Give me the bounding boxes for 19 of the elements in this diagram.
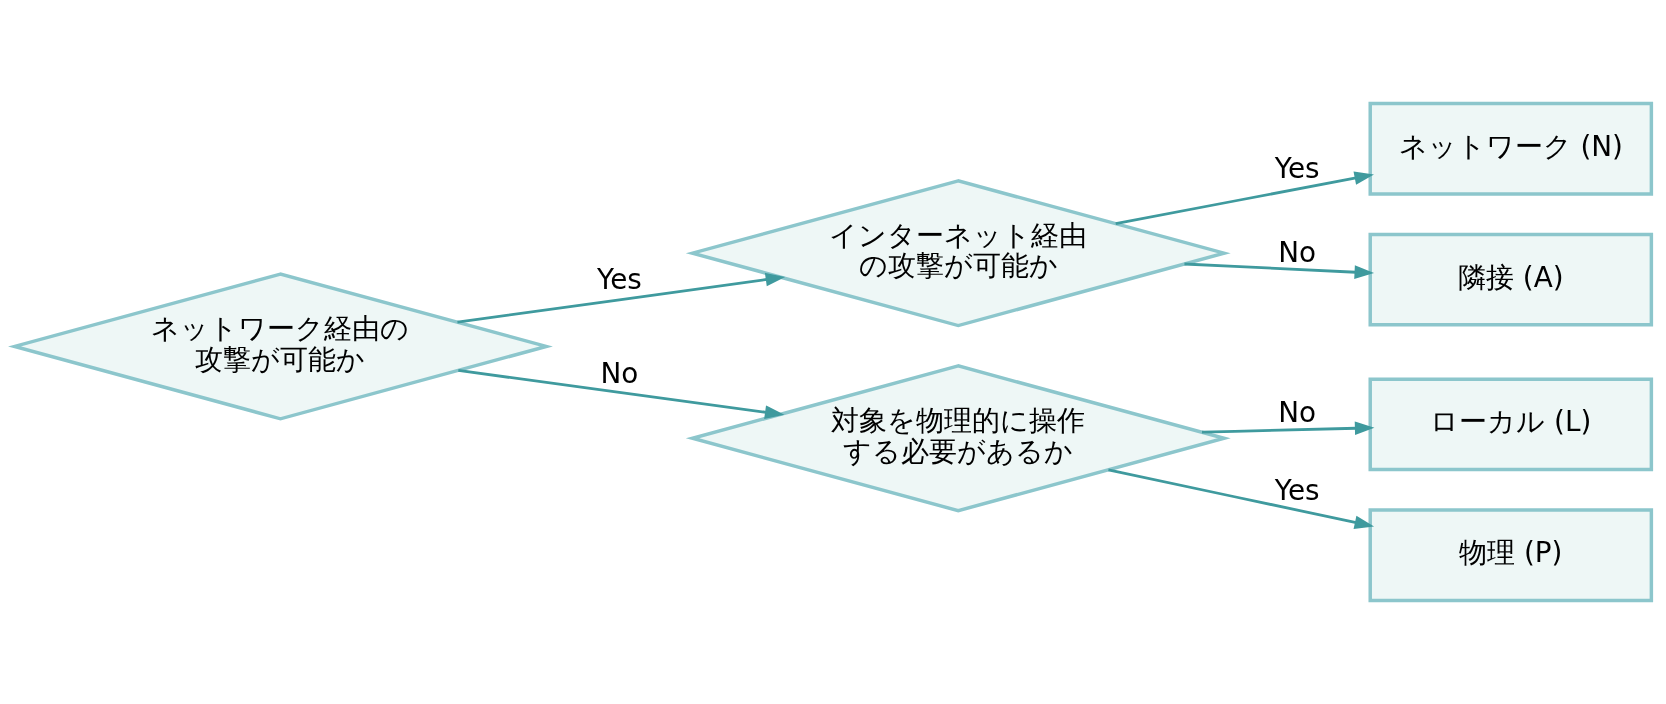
arrow — [458, 369, 785, 419]
node-diamond: ネットワーク経由の攻撃が可能か — [8, 272, 553, 421]
node-box: ローカル (L) — [1368, 377, 1654, 472]
node-diamond: 対象を物理的に操作する必要があるか — [685, 364, 1231, 513]
arrow — [1184, 262, 1375, 279]
arrow — [1115, 171, 1374, 225]
edge-label: Yes — [1274, 152, 1320, 186]
edge-label: Yes — [596, 263, 642, 297]
arrow — [1201, 421, 1375, 436]
arrow — [457, 272, 786, 324]
edge-label: No — [1278, 235, 1317, 269]
node-box: ネットワーク (N) — [1368, 101, 1654, 196]
edge-label: Yes — [1274, 473, 1320, 507]
node-diamond: インターネット経由の攻撃が可能か — [685, 179, 1231, 328]
arrow — [1108, 468, 1375, 530]
edge-label: No — [1278, 395, 1317, 429]
edge-label: No — [600, 356, 639, 390]
node-box: 物理 (P) — [1368, 508, 1654, 603]
node-box: 隣接 (A) — [1368, 232, 1654, 327]
